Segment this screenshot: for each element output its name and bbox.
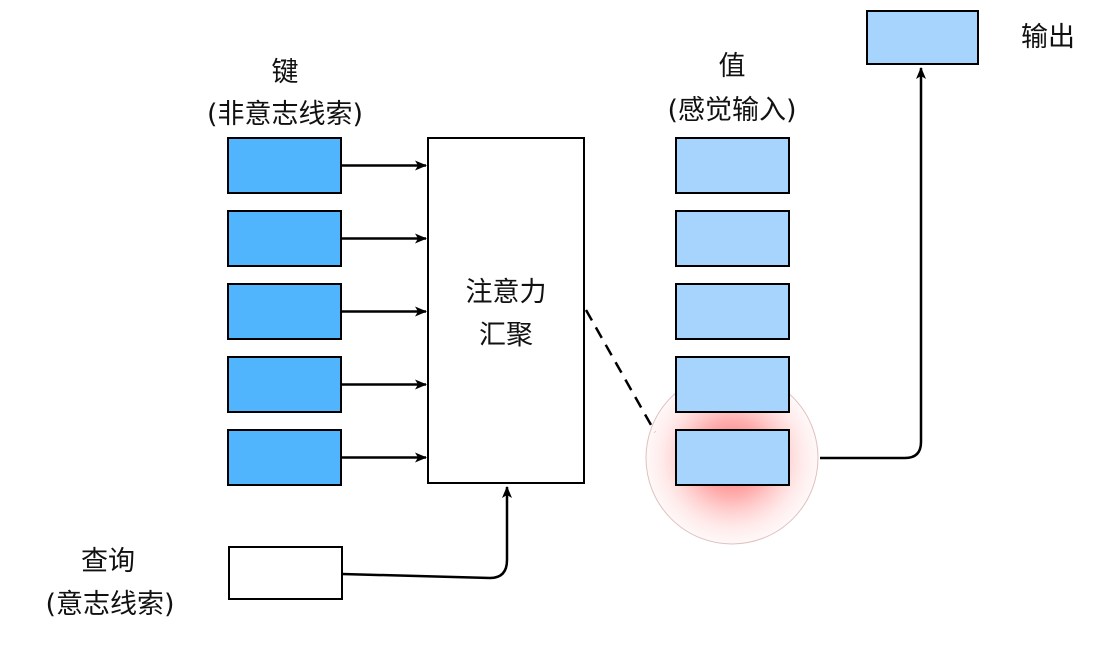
key-box <box>227 137 342 194</box>
keys-subtitle: (非意志线索) <box>207 99 363 130</box>
value-boxes <box>675 137 790 486</box>
key-box <box>227 283 342 340</box>
values-title: 值 <box>719 51 746 82</box>
query-arrow <box>341 486 512 580</box>
query-subtitle: (意志线索) <box>45 589 174 620</box>
value-box <box>675 356 790 413</box>
key-box <box>227 210 342 267</box>
value-box <box>675 283 790 340</box>
value-box <box>675 210 790 267</box>
key-box <box>227 356 342 413</box>
selection-dashed-line <box>584 309 657 433</box>
key-boxes <box>227 137 342 486</box>
pooling-label-line2: 汇聚 <box>479 320 533 351</box>
output-arrow <box>820 67 926 460</box>
pooling-label-line1: 注意力 <box>466 277 547 308</box>
query-box <box>228 546 343 600</box>
output-label: 输出 <box>1021 22 1075 53</box>
query-title: 查询 <box>81 546 135 577</box>
output-box <box>866 10 979 65</box>
selected-value-box <box>675 429 790 486</box>
key-arrows <box>341 160 427 463</box>
keys-title: 键 <box>272 57 299 88</box>
key-box <box>227 429 342 486</box>
values-subtitle: (感觉输入) <box>667 95 796 126</box>
attention-pooling-box <box>427 137 585 484</box>
value-box <box>675 137 790 194</box>
